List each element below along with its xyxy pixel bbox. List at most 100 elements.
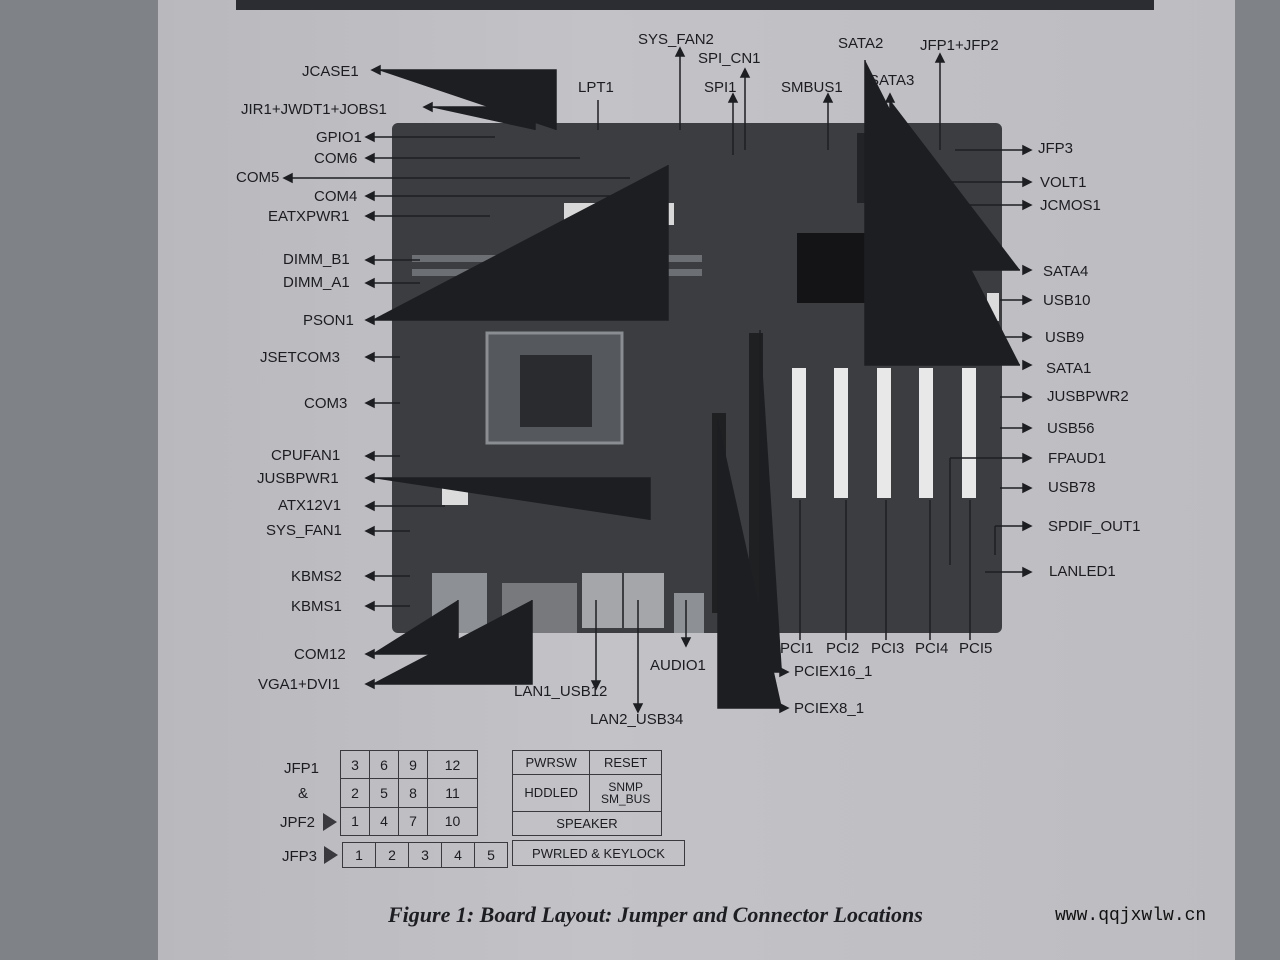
pci-slot-2	[834, 368, 848, 498]
label-jir1-jwdt1-jobs1: JIR1+JWDT1+JOBS1	[241, 101, 387, 118]
label-kbms2: KBMS2	[291, 568, 342, 585]
label-jfp1-jfp2: JFP1+JFP2	[920, 37, 999, 54]
label-sys-fan1: SYS_FAN1	[266, 522, 342, 539]
legend-jpf2: JPF2	[280, 814, 316, 831]
function-pwrsw: PWRSW	[511, 749, 591, 776]
pin-cell: 11	[427, 778, 478, 808]
pin-row: 1 4 7 10	[339, 806, 478, 837]
pin-cell: 5	[474, 842, 508, 868]
label-pciex16-1: PCIEX16_1	[794, 663, 873, 680]
label-lan1-usb12: LAN1_USB12	[514, 683, 608, 700]
label-pciex8-1: PCIEX8_1	[794, 700, 865, 717]
label-pci2: PCI2	[826, 640, 860, 657]
function-hddled: HDDLED	[511, 774, 591, 812]
label-com5: COM5	[236, 169, 280, 186]
label-gpio1: GPIO1	[316, 129, 362, 146]
label-usb78: USB78	[1048, 479, 1096, 496]
pin1-marker-jfp	[323, 813, 337, 831]
legend-amp: &	[298, 785, 309, 802]
pin1-marker-jfp3	[324, 846, 338, 864]
label-smbus1: SMBUS1	[781, 79, 843, 96]
label-dimm-b1: DIMM_B1	[283, 251, 350, 268]
label-spi1: SPI1	[704, 79, 737, 96]
pin-cell: 5	[369, 778, 400, 808]
label-com4: COM4	[314, 188, 358, 205]
label-lanled1: LANLED1	[1049, 563, 1116, 580]
jfp-pin-grid: 3 6 9 12 2 5 8 11 1 4 7 10	[339, 749, 478, 837]
watermark: www.qqjxwlw.cn	[1055, 906, 1207, 926]
pin-row: 1 2 3 4 5	[342, 842, 508, 868]
pin-cell: 4	[441, 842, 475, 868]
label-vga1-dvi1: VGA1+DVI1	[258, 676, 341, 693]
pci-slot-4	[919, 368, 933, 498]
label-lan2-usb34: LAN2_USB34	[590, 711, 684, 728]
function-row: PWRLED & KEYLOCK	[512, 840, 685, 866]
figure-caption: Figure 1: Board Layout: Jumper and Conne…	[388, 902, 923, 927]
pci-slot-5	[962, 368, 976, 498]
label-jusbpwr1: JUSBPWR1	[257, 470, 339, 487]
label-usb9: USB9	[1045, 329, 1085, 346]
pci-slot-3	[877, 368, 891, 498]
pin-cell: 2	[375, 842, 409, 868]
pci-slot-1	[792, 368, 806, 498]
label-com6: COM6	[314, 150, 358, 167]
label-pci1: PCI1	[780, 640, 814, 657]
label-pson1: PSON1	[303, 312, 354, 329]
function-speaker: SPEAKER	[512, 810, 662, 837]
label-jcase1: JCASE1	[302, 63, 359, 80]
function-row: SPEAKER	[512, 810, 662, 837]
function-snmp: SNMP	[608, 779, 643, 794]
pin-cell: 12	[427, 749, 478, 780]
label-kbms1: KBMS1	[291, 598, 342, 615]
label-sys-fan2: SYS_FAN2	[638, 31, 714, 48]
function-smbus: SM_BUS	[600, 791, 651, 806]
chipset	[797, 233, 877, 303]
pin-cell: 9	[398, 749, 429, 780]
label-fpaud1: FPAUD1	[1048, 450, 1107, 467]
label-cpufan1: CPUFAN1	[271, 447, 341, 464]
pin-cell: 10	[427, 806, 478, 837]
legend-jfp1: JFP1	[284, 760, 320, 777]
label-dimm-a1: DIMM_A1	[283, 274, 350, 291]
pin-cell: 2	[339, 778, 371, 808]
pin-cell: 3	[339, 749, 371, 780]
pin-cell: 1	[342, 842, 376, 868]
pin-cell: 8	[398, 778, 429, 808]
pin-cell: 7	[398, 806, 429, 837]
label-pci5: PCI5	[959, 640, 993, 657]
lan1-usb-port	[582, 573, 622, 628]
label-eatxpwr1: EATXPWR1	[268, 208, 350, 225]
pin-cell: 3	[408, 842, 442, 868]
label-spi-cn1: SPI_CN1	[698, 50, 761, 67]
audio-port	[674, 593, 704, 633]
pin-cell: 6	[369, 749, 400, 780]
label-jfp3: JFP3	[1038, 140, 1074, 157]
label-atx12v1: ATX12V1	[278, 497, 342, 514]
function-reset: RESET	[589, 749, 662, 776]
label-volt1: VOLT1	[1040, 174, 1087, 191]
label-com3: COM3	[304, 395, 348, 412]
pin-cell: 1	[339, 806, 371, 837]
label-sata3: SATA3	[869, 72, 915, 89]
function-pwrled-keylock: PWRLED & KEYLOCK	[512, 840, 685, 866]
pin-row: 3 6 9 12	[339, 749, 478, 780]
pin-row: 2 5 8 11	[339, 778, 478, 808]
label-usb56: USB56	[1047, 420, 1095, 437]
label-pci4: PCI4	[915, 640, 949, 657]
legend-jfp3: JFP3	[282, 848, 318, 865]
jfp3-function-row: PWRLED & KEYLOCK	[512, 840, 685, 866]
label-jsetcom3: JSETCOM3	[260, 349, 341, 366]
lan2-usb-port	[624, 573, 664, 628]
label-sata4: SATA4	[1043, 263, 1089, 280]
label-spdif-out1: SPDIF_OUT1	[1048, 518, 1141, 535]
pin-cell: 4	[369, 806, 400, 837]
label-com12: COM12	[294, 646, 346, 663]
label-sata1: SATA1	[1046, 360, 1092, 377]
label-pci3: PCI3	[871, 640, 905, 657]
jfp3-pin-row: 1 2 3 4 5	[342, 842, 508, 868]
label-audio1: AUDIO1	[650, 657, 706, 674]
label-jcmos1: JCMOS1	[1040, 197, 1101, 214]
